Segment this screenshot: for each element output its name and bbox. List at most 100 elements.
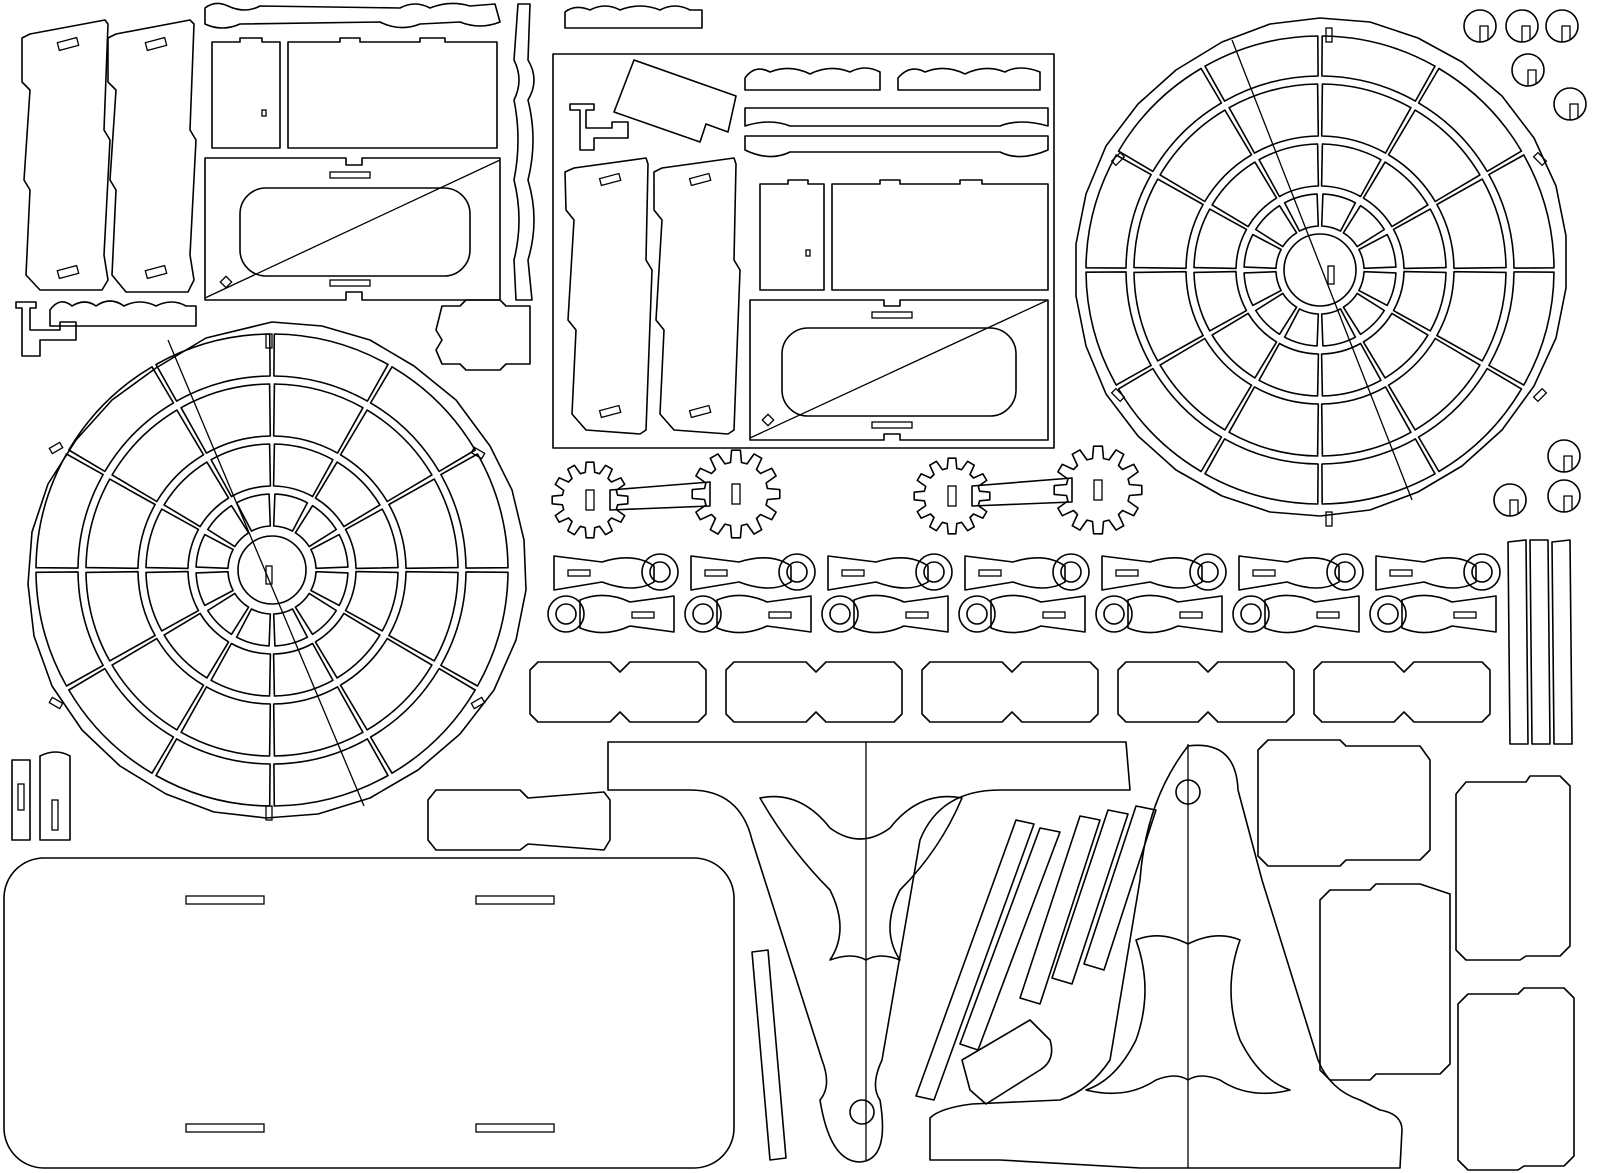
wheel-cell — [440, 571, 509, 687]
wheel-cell — [1243, 270, 1282, 307]
rod-slot — [631, 611, 655, 619]
wheel-cell — [1358, 270, 1397, 307]
rod-slot — [768, 611, 792, 619]
end-cap-slot — [1563, 495, 1573, 512]
wheel-cell — [1117, 67, 1223, 173]
rod-end-ring — [684, 595, 722, 633]
connecting-rods — [547, 553, 1501, 634]
end-cap-slot — [1561, 25, 1571, 42]
connecting-rod — [1238, 555, 1340, 591]
gear-assemblies — [551, 445, 1143, 539]
connecting-rod — [1264, 594, 1360, 634]
rod-end-hole — [1334, 561, 1356, 583]
wheel-cell — [235, 608, 272, 647]
gear-slot — [947, 485, 957, 507]
wheel-cell — [195, 570, 234, 607]
wheel-cell — [1417, 367, 1523, 473]
connecting-rod — [827, 555, 929, 591]
wheel-cell — [1342, 204, 1386, 248]
rod-end-hole — [1240, 603, 1262, 625]
gear-link-arm — [609, 481, 711, 511]
gear-large — [691, 449, 781, 539]
wheel-cell — [1085, 271, 1152, 386]
wheel-cell — [155, 738, 271, 807]
wheel-cell — [195, 533, 234, 570]
wheel-cell — [294, 504, 338, 548]
end-cap-slot — [1527, 69, 1537, 86]
wheel-cell — [1320, 342, 1382, 397]
gear-large — [1053, 445, 1143, 535]
plate-small — [435, 299, 531, 371]
wheel-left-cells — [35, 333, 509, 807]
support-stand-left — [607, 741, 1131, 1163]
wheel-cell — [1193, 270, 1248, 332]
connecting-rod — [579, 594, 675, 634]
rod-slot — [841, 569, 865, 577]
wheel-cell — [314, 461, 381, 528]
rod-slot — [1389, 569, 1413, 577]
wheel-cell — [369, 366, 476, 473]
spoked-wheel-right — [1075, 17, 1567, 527]
rounded-plate — [921, 661, 1099, 723]
rounded-plate — [725, 661, 903, 723]
vertical-bar-bottom — [751, 949, 787, 1161]
vertical-bars-right — [1507, 539, 1573, 745]
wheel-cell — [272, 608, 309, 647]
rod-end-hole — [829, 603, 851, 625]
wheel-cell — [369, 667, 476, 774]
wheel-cell — [1488, 271, 1555, 386]
wheel-cell — [1387, 337, 1481, 431]
rod-end-hole — [1103, 603, 1125, 625]
plates-right — [1257, 739, 1575, 1171]
wheel-cell — [344, 508, 399, 570]
connecting-rod — [1401, 594, 1497, 634]
wheel-cell — [1283, 308, 1320, 347]
connecting-rod — [1127, 594, 1223, 634]
end-cap-slot — [1569, 103, 1579, 120]
wheel-cell — [1362, 161, 1429, 228]
roof-trim-small — [564, 5, 703, 29]
wheel-cell — [1243, 233, 1282, 270]
rounded-plate — [529, 661, 707, 723]
rod-end-hole — [923, 561, 945, 583]
wheel-cell — [111, 637, 205, 731]
wheel-cell — [1321, 438, 1436, 505]
rod-slot — [978, 569, 1002, 577]
rod-end-ring — [915, 553, 953, 591]
wheel-cell — [210, 443, 272, 498]
wheel-cell — [1258, 342, 1320, 397]
wheel-cell — [68, 366, 175, 473]
wheel-cell — [1228, 83, 1320, 154]
end-cap-slot — [1563, 455, 1573, 472]
wheel-cell — [210, 642, 272, 697]
wheel-cell — [1320, 83, 1412, 154]
rod-end-ring — [547, 595, 585, 633]
wheel-cell — [1436, 270, 1507, 362]
wheel-cell — [1488, 154, 1555, 269]
rod-end-ring — [1232, 595, 1270, 633]
wheel-cell — [1133, 270, 1204, 362]
rod-slot — [1316, 611, 1340, 619]
wheel-cell — [1320, 308, 1357, 347]
rod-end-hole — [555, 603, 577, 625]
wheel-cell — [206, 504, 250, 548]
wheel-cell — [1254, 292, 1298, 336]
rod-slot — [1453, 611, 1477, 619]
rod-end-hole — [1377, 603, 1399, 625]
vertical-trim-strip — [513, 3, 535, 301]
gear-small — [913, 457, 991, 535]
wheel-cell — [1258, 143, 1320, 198]
wheel-cell — [1417, 67, 1523, 173]
wheel-cell — [163, 461, 230, 528]
wheel-cell — [1159, 109, 1253, 203]
wheel-cell — [85, 478, 156, 570]
wheel-cell — [35, 453, 104, 569]
connecting-rod — [690, 555, 792, 591]
gear-slot — [731, 483, 741, 505]
wheel-cell — [1211, 161, 1278, 228]
rod-end-hole — [1197, 561, 1219, 583]
wheel-cell — [272, 493, 309, 532]
gear-slot — [585, 489, 595, 511]
trim-lower-left — [49, 300, 197, 327]
